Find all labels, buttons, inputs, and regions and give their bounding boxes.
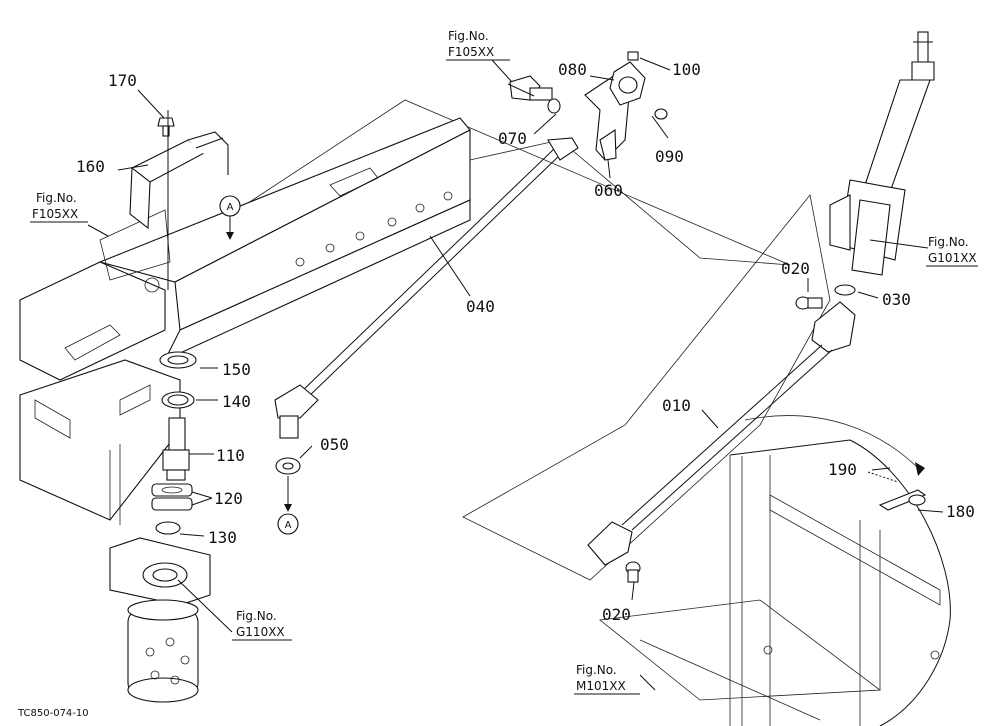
part-110-shaft — [162, 417, 190, 481]
part-f105-fitting — [509, 75, 553, 101]
part-160-bracket — [129, 131, 229, 230]
svg-text:M101XX: M101XX — [576, 679, 626, 693]
svg-text:A: A — [227, 202, 234, 213]
inset-floor-panel — [599, 415, 951, 726]
part-020-bolt-upper — [795, 296, 823, 310]
svg-text:G101XX: G101XX — [928, 251, 977, 265]
part-080-bearing — [609, 61, 646, 106]
label-180: 180 — [946, 502, 975, 521]
svg-text:Fig.No.: Fig.No. — [36, 191, 77, 205]
fig-ref-m101: Fig.No. M101XX — [574, 663, 640, 695]
label-070: 070 — [498, 129, 527, 148]
svg-text:Fig.No.: Fig.No. — [928, 235, 969, 249]
label-050: 050 — [320, 435, 349, 454]
fig-ref-f105-left: Fig.No. F105XX — [30, 191, 88, 223]
part-040-shaft — [299, 137, 579, 400]
part-050-nut — [275, 457, 301, 512]
svg-text:G110XX: G110XX — [236, 625, 285, 639]
fig-ref-g110: Fig.No. G110XX — [232, 609, 292, 641]
fig-ref-g101: Fig.No. G101XX — [926, 235, 978, 267]
callout-a-upper: A — [219, 195, 241, 240]
label-170: 170 — [108, 71, 137, 90]
label-110: 110 — [216, 446, 245, 465]
part-labels: 170 160 150 140 110 120 130 050 040 070 … — [76, 60, 975, 624]
part-100-bolt — [627, 51, 639, 61]
label-030: 030 — [882, 290, 911, 309]
svg-text:F105XX: F105XX — [32, 207, 78, 221]
fig-ref-f105-top: Fig.No. F105XX — [446, 29, 513, 83]
tractor-frame — [19, 117, 471, 525]
svg-text:Fig.No.: Fig.No. — [236, 609, 277, 623]
label-040: 040 — [466, 297, 495, 316]
svg-text:F105XX: F105XX — [448, 45, 494, 59]
lower-shaft-plane — [462, 194, 831, 581]
steering-motor-assembly — [109, 537, 211, 703]
label-120: 120 — [214, 489, 243, 508]
svg-text:A: A — [285, 520, 292, 531]
svg-text:Fig.No.: Fig.No. — [576, 663, 617, 677]
label-080: 080 — [558, 60, 587, 79]
part-020-bolt-lower — [625, 561, 641, 583]
part-140-snap-ring — [161, 391, 195, 409]
label-160: 160 — [76, 157, 105, 176]
leader-lines — [87, 57, 944, 691]
label-190: 190 — [828, 460, 857, 479]
part-030-ring — [834, 284, 856, 296]
label-130: 130 — [208, 528, 237, 547]
label-010: 010 — [662, 396, 691, 415]
label-140: 140 — [222, 392, 251, 411]
part-120-bearings — [151, 483, 193, 511]
label-020-lower: 020 — [602, 605, 631, 624]
part-010-shaft — [587, 301, 856, 566]
label-150: 150 — [222, 360, 251, 379]
label-090: 090 — [655, 147, 684, 166]
label-020-upper: 020 — [781, 259, 810, 278]
label-100: 100 — [672, 60, 701, 79]
part-170-bolt — [157, 117, 175, 137]
part-070-washer — [547, 98, 561, 114]
label-060: 060 — [594, 181, 623, 200]
part-090-nut — [654, 108, 668, 120]
part-130-snap-ring — [155, 521, 181, 535]
part-040-universal-joint — [274, 384, 319, 439]
image-code: TC850-074-10 — [17, 708, 89, 719]
callout-a-lower: A — [277, 513, 299, 535]
svg-text:Fig.No.: Fig.No. — [448, 29, 489, 43]
part-150-washer — [159, 351, 197, 369]
steering-column — [829, 31, 935, 276]
